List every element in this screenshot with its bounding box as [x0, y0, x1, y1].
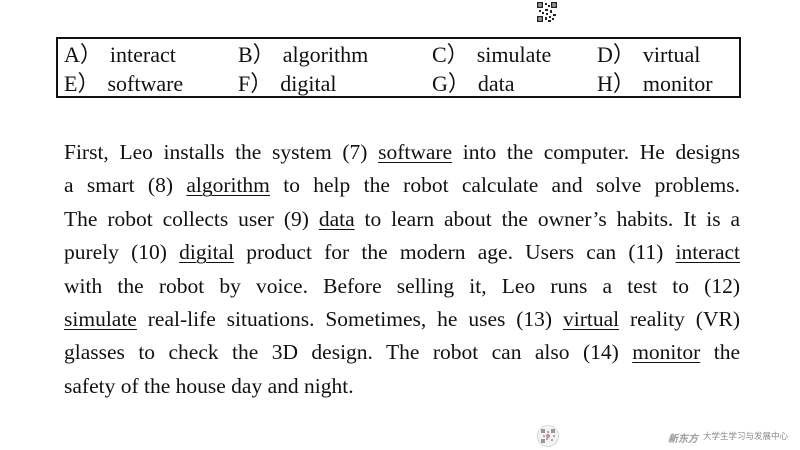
passage-text: product for the modern age. Users can (1… — [234, 240, 676, 265]
answer-word: data — [318, 206, 355, 231]
option-letter: C） — [432, 42, 469, 67]
passage: First, Leo installs the system (7) softw… — [64, 136, 740, 403]
option-d: D） virtual — [597, 41, 700, 69]
option-word: monitor — [642, 71, 713, 96]
passage-text: real-life situations. Sometimes, he uses… — [136, 306, 563, 331]
word-bank-row: A） interact B） algorithm C） simulate D） virt… — [58, 41, 739, 69]
option-b: B） algorithm — [238, 41, 368, 69]
passage-text: into the computer. He designs — [452, 140, 740, 164]
passage-text: safety of the house day and night. — [64, 373, 354, 398]
answer-word: monitor — [632, 340, 701, 365]
option-word: interact — [109, 42, 176, 67]
passage-line: glasses to check the 3D design. The robo… — [64, 336, 740, 369]
option-letter: H） — [597, 71, 635, 96]
brand-logo: 新东方 — [668, 434, 698, 445]
footer-label: 大学生学习与发展中心 — [703, 432, 789, 442]
answer-word: virtual — [562, 306, 620, 331]
option-word: software — [107, 71, 184, 96]
option-word: simulate — [476, 42, 552, 67]
passage-text: reality (VR) — [619, 306, 740, 331]
option-letter: E） — [64, 71, 100, 96]
option-f: F） digital — [238, 70, 336, 98]
passage-line: First, Leo installs the system (7) softw… — [64, 136, 740, 169]
option-word: digital — [280, 71, 337, 96]
option-a: A） interact — [64, 41, 176, 69]
option-letter: D） — [597, 42, 635, 67]
option-e: E） software — [64, 70, 183, 98]
passage-text: First, Leo installs the system (7) — [64, 140, 379, 164]
option-word: data — [477, 71, 515, 96]
word-bank-row: E） software F） digital G） data H） monitor — [58, 70, 739, 98]
passage-line: a smart (8) algorithm to help the robot … — [64, 169, 740, 202]
option-word: algorithm — [282, 42, 369, 67]
passage-line: safety of the house day and night. — [64, 370, 740, 403]
option-letter: G） — [432, 71, 470, 96]
answer-word: digital — [179, 240, 235, 265]
passage-text: purely (10) — [64, 240, 180, 265]
passage-text: to learn about the owner’s habits. It is… — [354, 206, 740, 231]
qr-code-icon — [537, 2, 557, 22]
option-c: C） simulate — [432, 41, 551, 69]
option-g: G） data — [432, 70, 515, 98]
passage-text: with the robot by voice. Before selling … — [64, 273, 740, 298]
answer-word: algorithm — [186, 173, 270, 198]
passage-text: the — [700, 340, 740, 365]
passage-text: glasses to check the 3D design. The robo… — [64, 340, 633, 365]
passage-line: simulate real-life situations. Sometimes… — [64, 303, 740, 336]
option-letter: A） — [64, 42, 102, 67]
option-letter: B） — [238, 42, 275, 67]
passage-text: a smart (8) — [64, 173, 187, 198]
option-letter: F） — [238, 71, 273, 96]
answer-word: simulate — [64, 306, 137, 331]
passage-text: to help the robot calculate and solve pr… — [269, 173, 740, 198]
option-h: H） monitor — [597, 70, 713, 98]
passage-line: with the robot by voice. Before selling … — [64, 270, 740, 303]
word-bank-box: A） interact B） algorithm C） simulate D） virt… — [56, 37, 741, 98]
wechat-qr-icon — [537, 425, 559, 447]
answer-word: software — [378, 140, 453, 164]
option-word: virtual — [642, 42, 701, 67]
passage-line: purely (10) digital product for the mode… — [64, 236, 740, 269]
passage-text: The robot collects user (9) — [64, 206, 319, 231]
passage-line: The robot collects user (9) data to lear… — [64, 203, 740, 236]
answer-word: interact — [675, 240, 741, 265]
